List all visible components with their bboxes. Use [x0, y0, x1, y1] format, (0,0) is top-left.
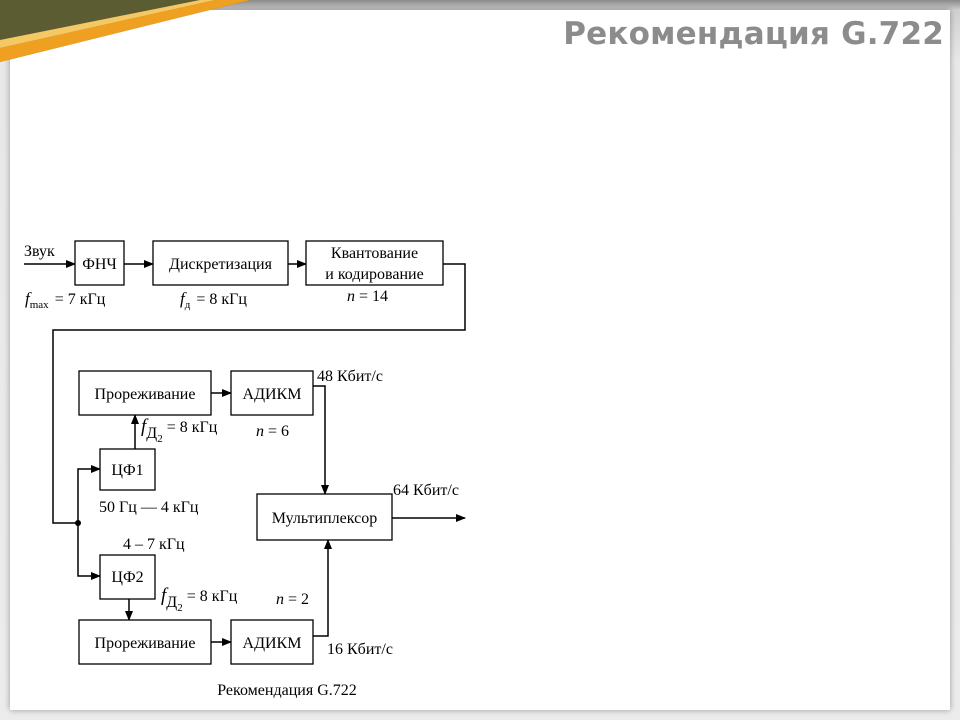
param-fd-symbol: f: [180, 289, 187, 308]
param-n-top: n= 6: [256, 423, 289, 440]
block-quant-label-2: и кодирование: [325, 266, 423, 283]
slide-title: Рекомендация G.722: [563, 16, 944, 52]
param-n-bot-symbol: n: [276, 591, 284, 608]
wire-adpcm-bottom-mux: [313, 539, 332, 637]
block-bpf2: ЦФ2: [99, 554, 156, 600]
band2-label: 4 – 7 кГц: [123, 536, 185, 553]
wire-adpcm-top-mux: [313, 385, 329, 495]
wire-to-bpf1: [77, 465, 101, 523]
param-fd-value: = 8 кГц: [196, 291, 247, 308]
block-bpf2-label: ЦФ2: [111, 569, 143, 586]
param-n-quant: n= 14: [347, 288, 388, 305]
wire-feedback-loop: [52, 263, 466, 524]
band1-label: 50 Гц — 4 кГц: [99, 499, 199, 516]
rate-bottom-label: 16 Кбит/с: [327, 641, 393, 658]
rate-top-label: 48 Кбит/с: [317, 368, 383, 385]
param-fd2-bottom: fД2 = 8 кГц: [161, 585, 238, 614]
block-bpf1: ЦФ1: [99, 448, 156, 491]
block-decim-top-label: Прореживание: [95, 386, 196, 403]
block-quantization: Квантование и кодирование: [305, 240, 444, 286]
wire-to-bpf2: [77, 523, 101, 580]
block-adpcm-bottom: АДИКМ: [230, 619, 314, 665]
param-fd2-bot-value: = 8 кГц: [187, 588, 238, 605]
wires: [24, 260, 466, 646]
param-n-top-symbol: n: [256, 423, 264, 440]
param-fd2-bot-subscript: Д: [166, 594, 177, 611]
param-n-top-value: = 6: [268, 423, 289, 440]
block-quant-label-1: Квантование: [331, 245, 418, 262]
block-decim-bottom-label: Прореживание: [95, 635, 196, 652]
param-fd2-top-subscript: Д: [146, 425, 157, 442]
diagram-caption: Рекомендация G.722: [217, 682, 357, 699]
param-fd2-top-subsub: 2: [157, 433, 163, 445]
block-adpcm-bottom-label: АДИКМ: [243, 635, 302, 652]
param-n-quant-symbol: n: [347, 288, 355, 305]
block-lpf-label: ФНЧ: [82, 256, 117, 273]
slide-card: [10, 10, 950, 710]
param-fd2-bot-symbol: f: [161, 585, 169, 606]
param-fmax-value: = 7 кГц: [55, 291, 106, 308]
block-lpf: ФНЧ: [74, 240, 125, 286]
block-sampling-label: Дискретизация: [169, 256, 273, 273]
param-fmax: fmax = 7 кГц: [25, 289, 106, 311]
param-fd2-bot-subsub: 2: [177, 602, 183, 614]
block-sampling: Дискретизация: [152, 240, 289, 286]
param-fd2-top: fД2 = 8 кГц: [141, 416, 218, 445]
rate-out-label: 64 Кбит/с: [393, 482, 459, 499]
param-fd2-top-value: = 8 кГц: [167, 419, 218, 436]
param-n-bottom: n= 2: [276, 591, 309, 608]
block-decimation-bottom: Прореживание: [78, 619, 212, 665]
block-adpcm-top-label: АДИКМ: [243, 386, 302, 403]
block-adpcm-top: АДИКМ: [230, 370, 314, 416]
corner-decoration: [0, 0, 250, 62]
block-mux-label: Мультиплексор: [272, 510, 377, 527]
param-fd: fд = 8 кГц: [180, 289, 247, 311]
param-fmax-subscript: max: [30, 299, 49, 311]
param-fd2-top-symbol: f: [141, 416, 149, 437]
block-bpf1-label: ЦФ1: [111, 462, 143, 479]
block-multiplexer: Мультиплексор: [256, 493, 393, 541]
param-fd-subscript: д: [185, 299, 191, 311]
param-n-quant-value: = 14: [359, 288, 388, 305]
param-n-bot-value: = 2: [288, 591, 309, 608]
input-label: Звук: [24, 243, 55, 260]
block-decimation-top: Прореживание: [78, 370, 212, 416]
param-fmax-symbol: f: [25, 289, 32, 308]
